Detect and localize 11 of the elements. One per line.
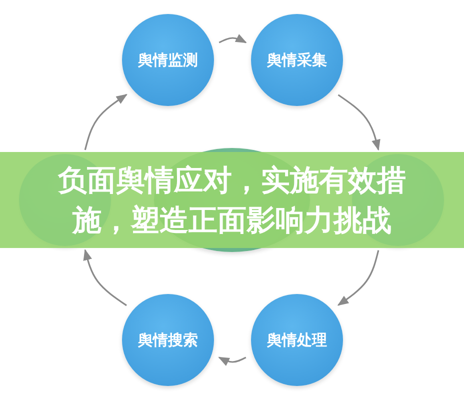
node-label: 舆情采集 — [267, 50, 327, 70]
curved-arrow — [218, 356, 246, 366]
node-label: 舆情搜索 — [138, 330, 198, 350]
curved-arrow — [84, 94, 128, 150]
curved-arrow — [83, 249, 127, 306]
node-label: 舆情处理 — [267, 330, 327, 350]
title-banner: 负面舆情应对，实施有效措施，塑造正面影响力挑战 — [0, 152, 464, 248]
curved-arrow — [218, 34, 247, 44]
curved-arrow — [337, 250, 380, 306]
curved-arrow — [338, 94, 380, 151]
node-label: 舆情监测 — [138, 50, 198, 70]
